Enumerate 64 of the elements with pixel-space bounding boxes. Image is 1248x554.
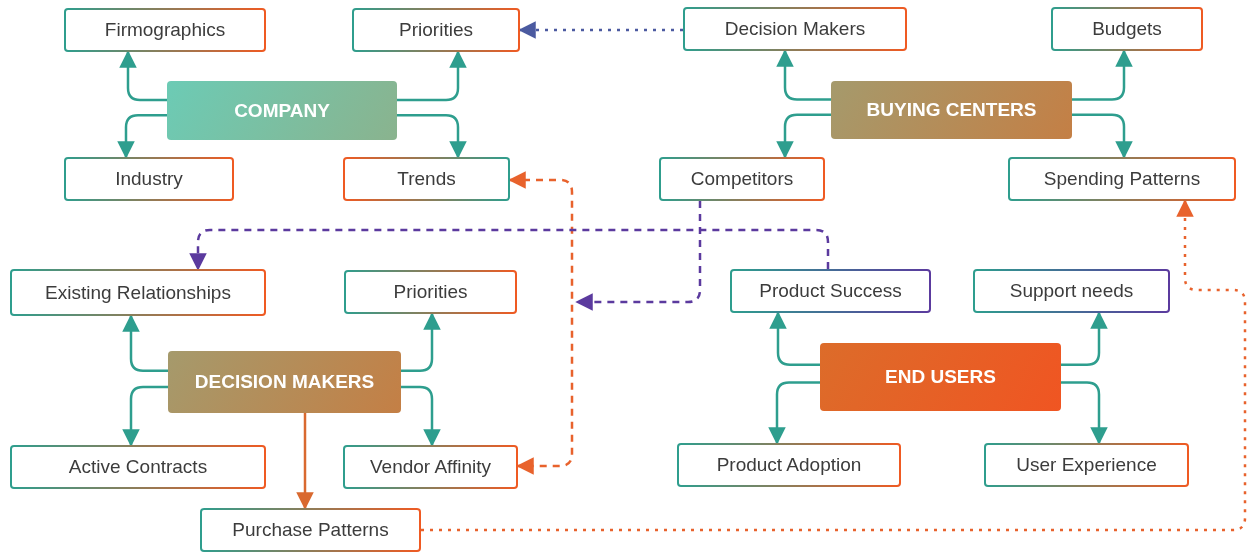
hub-label: DECISION MAKERS <box>194 371 375 393</box>
topic-box <box>973 269 1170 313</box>
arrow <box>119 50 167 102</box>
topic-label: Product Success <box>759 280 902 302</box>
topic-box <box>343 445 518 489</box>
topic-label: Vendor Affinity <box>369 456 492 478</box>
topic-box <box>200 508 421 552</box>
topic-box <box>1008 157 1236 201</box>
arrow <box>769 311 820 366</box>
topic-label: Decision Makers <box>724 18 866 40</box>
topic-box <box>344 270 517 314</box>
topic-box <box>64 157 234 201</box>
topic-label: Existing Relationships <box>45 281 231 304</box>
topic-box <box>64 8 266 52</box>
arrow <box>768 381 820 445</box>
hub-label: COMPANY <box>234 99 330 122</box>
arrow <box>397 113 467 159</box>
arrow <box>397 50 467 102</box>
dashed-arrow <box>421 199 1247 532</box>
topic-box <box>343 157 510 201</box>
arrow <box>122 385 168 447</box>
topic-label: Firmographics <box>104 19 226 41</box>
topic-box <box>677 443 901 487</box>
arrow <box>1061 311 1108 366</box>
hub-box <box>167 81 397 140</box>
topic-label: Priorities <box>399 19 473 41</box>
arrow <box>401 385 441 447</box>
hub-label: END USERS <box>885 366 996 388</box>
topic-box <box>659 157 825 201</box>
arrow <box>1072 113 1133 159</box>
topic-label: Product Adoption <box>716 454 862 476</box>
topic-box <box>1051 7 1203 51</box>
arrow <box>776 49 831 101</box>
dashed-arrow <box>508 171 574 475</box>
dashed-arrow <box>189 228 830 271</box>
topic-label: Purchase Patterns <box>232 519 389 541</box>
arrow <box>1061 381 1108 445</box>
dashed-arrow <box>575 201 702 311</box>
arrow <box>401 312 441 373</box>
arrow <box>776 113 831 159</box>
hub-box <box>831 81 1072 139</box>
topic-label: Active Contracts <box>68 456 208 478</box>
topic-box <box>683 7 907 51</box>
topic-label: Competitors <box>690 168 794 190</box>
topic-box <box>10 445 266 489</box>
topic-label: Budgets <box>1092 18 1162 40</box>
topic-box <box>730 269 931 313</box>
arrow <box>122 314 168 373</box>
dashed-arrow <box>518 21 683 39</box>
topic-box <box>984 443 1189 487</box>
arrow <box>1072 49 1133 101</box>
topic-box <box>352 8 520 52</box>
hub-label: BUYING CENTERS <box>866 99 1037 121</box>
hub-box <box>820 343 1061 411</box>
arrow <box>296 413 314 510</box>
topic-box <box>10 269 266 316</box>
topic-label: Trends <box>397 168 456 190</box>
topic-label: Priorities <box>393 281 468 303</box>
topic-label: Support needs <box>1009 280 1134 302</box>
hub-box <box>168 351 401 413</box>
topic-label: Spending Patterns <box>1043 168 1201 190</box>
topic-label: User Experience <box>1016 454 1157 476</box>
arrow <box>117 113 167 159</box>
topic-label: Industry <box>115 168 183 190</box>
